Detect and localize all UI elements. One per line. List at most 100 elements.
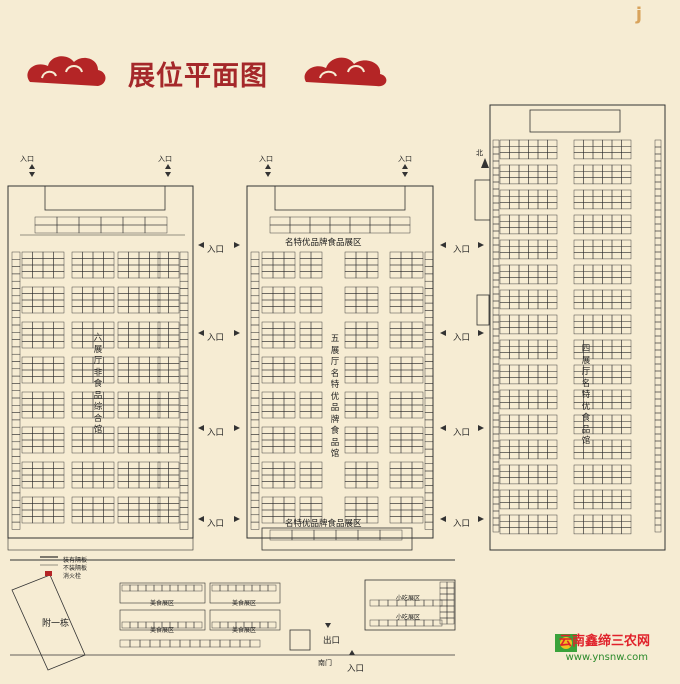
snack-booth	[432, 619, 443, 627]
hall6-wall-booth	[11, 280, 21, 289]
hall5-booth	[411, 328, 424, 336]
hall5-booth	[272, 439, 285, 447]
hall5-booth	[261, 391, 274, 399]
hall6-booth	[144, 216, 168, 226]
entrance-arrow-left	[440, 425, 446, 431]
hall5-wall-booth	[250, 478, 260, 486]
hall4-booth	[528, 171, 539, 178]
food-booth	[121, 621, 131, 629]
hall6-booth	[53, 341, 65, 349]
hall4-wall-booth	[492, 377, 500, 386]
hall4-booth	[573, 327, 584, 335]
hall6-booth	[117, 411, 129, 419]
hall4-booth	[518, 314, 529, 322]
hall6-booth	[149, 293, 161, 301]
hall5-booth	[355, 264, 368, 272]
snack-booth	[378, 599, 389, 607]
hall6-booth	[92, 321, 104, 329]
hall5-booth	[366, 474, 379, 482]
hall6-booth	[168, 496, 180, 504]
hall6-booth	[32, 516, 44, 524]
hall5-booth	[283, 334, 296, 342]
hall4-booth	[573, 264, 584, 272]
hall4-booth	[537, 346, 548, 353]
hall4-booth	[528, 177, 539, 185]
hall6-booth	[149, 503, 161, 511]
hall4-wall-booth	[654, 321, 662, 330]
hall4-north-annex	[529, 109, 621, 133]
hall6-booth	[138, 363, 150, 371]
hall5-booth	[411, 404, 424, 412]
hall5-booth	[389, 224, 411, 234]
hall4-booth	[583, 527, 594, 535]
hall4-booth	[547, 352, 558, 360]
hall5-booth	[366, 481, 379, 489]
hall4-wall-booth	[492, 349, 500, 358]
hall4-wall-booth	[654, 447, 662, 456]
hall4-booth	[547, 446, 558, 453]
hall4-booth	[611, 227, 622, 235]
hall4-wall-booth	[654, 230, 662, 239]
hall4-booth	[509, 439, 520, 447]
hall6-wall-booth	[179, 375, 189, 384]
hall6-booth	[168, 363, 180, 371]
hall5-booth	[411, 411, 424, 419]
hall6-booth	[138, 516, 150, 524]
hall4-booth	[592, 164, 603, 172]
hall5-booth	[310, 321, 323, 329]
hall6-booth	[128, 286, 140, 294]
hall4-wall-booth	[654, 174, 662, 183]
hall4-booth	[611, 346, 622, 353]
hall6-booth	[117, 328, 129, 336]
hall6-booth	[82, 509, 94, 517]
hall5-booth	[400, 264, 413, 272]
hall6-booth	[92, 474, 104, 482]
hall4-wall-booth	[492, 230, 500, 239]
hall6-wall-booth	[11, 361, 21, 370]
hall4-booth	[537, 271, 548, 278]
hall6-booth	[82, 293, 94, 301]
hall6-booth	[138, 306, 150, 314]
gate-block	[289, 629, 311, 651]
hall6-booth	[71, 398, 83, 406]
hall4-booth	[518, 496, 529, 503]
hall4-booth	[547, 427, 558, 435]
hall5-booth	[400, 271, 413, 279]
hall5-booth	[389, 216, 411, 226]
hall4-booth	[573, 164, 584, 172]
hall5-booth	[283, 468, 296, 476]
hall5-booth	[366, 264, 379, 272]
hall6-booth	[42, 328, 54, 336]
hall6-booth	[138, 446, 150, 454]
hall6-booth	[21, 271, 33, 279]
hall5-wall-booth	[250, 521, 260, 530]
hall4-booth	[573, 302, 584, 310]
hall4-booth	[528, 427, 539, 435]
hall6-booth	[92, 264, 104, 272]
hall6-wall-booth	[11, 434, 21, 443]
hall4-booth	[499, 271, 510, 278]
hall4-booth	[547, 289, 558, 297]
hall6-booth	[53, 398, 65, 406]
hall5-booth	[261, 334, 274, 342]
hall4-booth	[592, 527, 603, 535]
hall5-booth	[310, 356, 323, 364]
hall5-booth	[261, 503, 274, 511]
hall5-booth	[400, 481, 413, 489]
hall5-booth	[366, 391, 379, 399]
hall4-booth	[509, 514, 520, 522]
hall4-booth	[602, 189, 613, 197]
hall5-booth	[299, 468, 312, 476]
hall4-booth	[583, 239, 594, 247]
hall6-wall-booth	[179, 492, 189, 501]
hall6-booth	[92, 503, 104, 511]
hall4-booth	[611, 196, 622, 203]
hall6-booth	[138, 321, 150, 329]
hall4-booth	[547, 189, 558, 197]
food-booth	[239, 639, 251, 648]
hall5-booth	[299, 446, 312, 454]
hall4-booth	[602, 246, 613, 253]
hall4-booth	[509, 452, 520, 460]
hall4-booth	[602, 152, 613, 160]
hall4-wall-booth	[654, 195, 662, 204]
